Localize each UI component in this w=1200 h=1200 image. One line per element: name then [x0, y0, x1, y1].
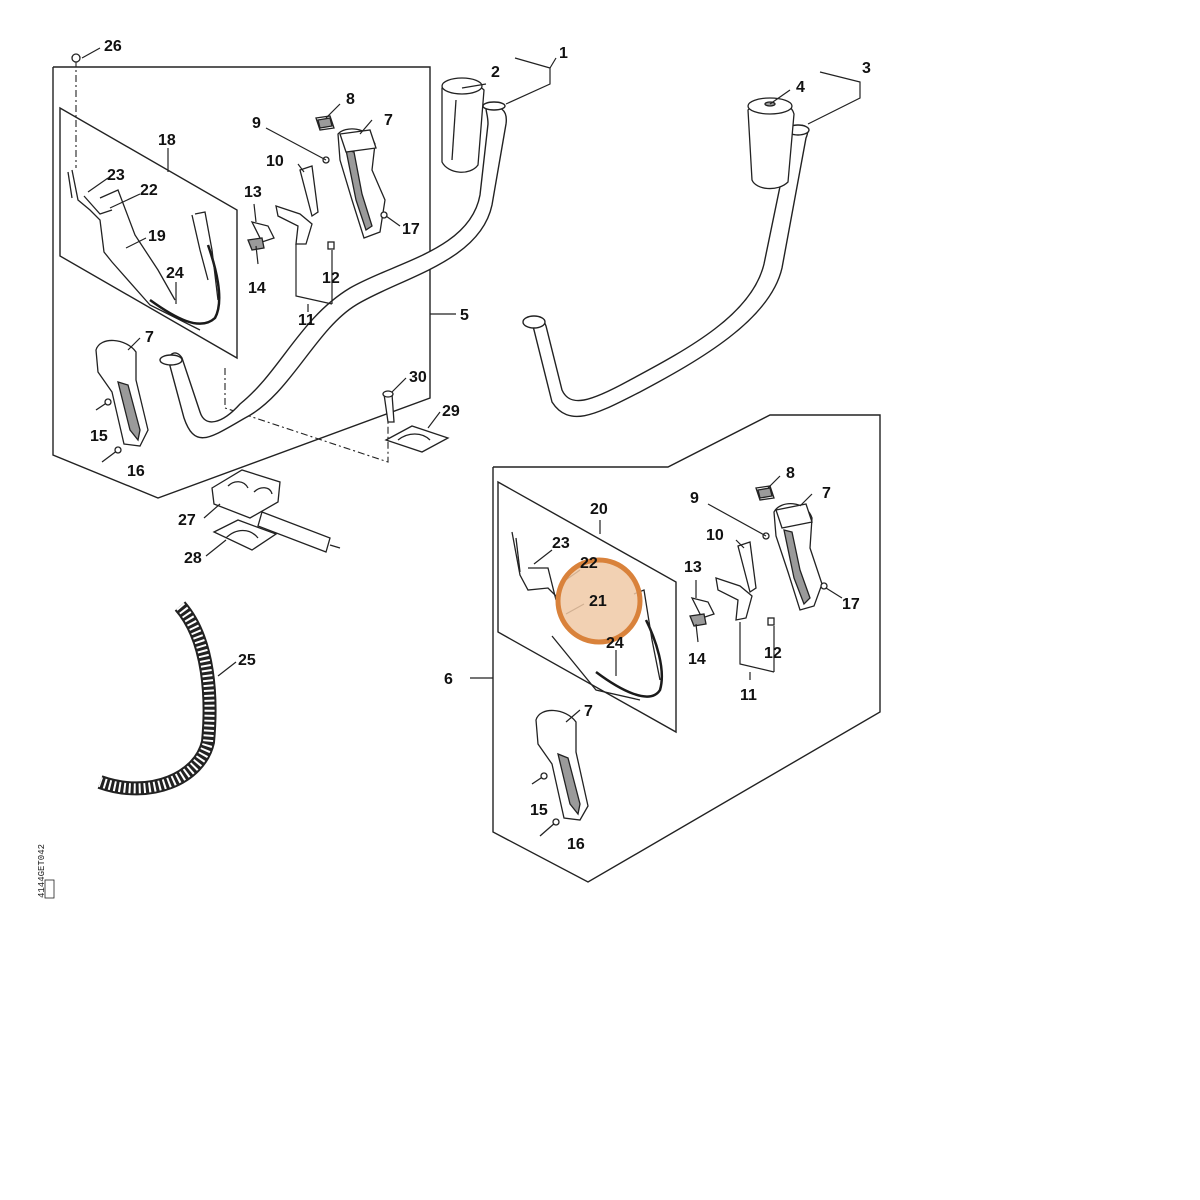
part-label-5[interactable]: 5: [460, 307, 469, 324]
interlock-13-left: [250, 221, 275, 243]
part-label-11[interactable]: 11: [298, 312, 315, 329]
part-label-16[interactable]: 16: [127, 463, 145, 480]
part-label-22[interactable]: 22: [140, 182, 158, 199]
protective-hose-25: [97, 601, 217, 796]
part-label-14-right[interactable]: 14: [688, 651, 706, 668]
frame-assembly-6: [492, 414, 881, 883]
part-label-30[interactable]: 30: [409, 369, 427, 386]
part-label-17-right[interactable]: 17: [842, 596, 860, 613]
part-label-16-right[interactable]: 16: [567, 836, 585, 853]
part-label-7-lower-right[interactable]: 7: [584, 703, 593, 720]
part-label-24[interactable]: 24: [166, 265, 184, 282]
part-label-15[interactable]: 15: [90, 428, 108, 445]
control-handle-7-right: [773, 503, 823, 611]
part-label-6[interactable]: 6: [444, 671, 453, 688]
lever-10-right: [737, 541, 757, 594]
part-label-10[interactable]: 10: [266, 153, 284, 170]
part-label-7-right[interactable]: 7: [822, 485, 831, 502]
part-label-21[interactable]: 21: [589, 593, 607, 610]
part-label-8-right[interactable]: 8: [786, 465, 795, 482]
drawing-code-box: [44, 879, 55, 899]
part-label-23[interactable]: 23: [107, 167, 125, 184]
part-label-15-right[interactable]: 15: [530, 802, 548, 819]
clamp-28: [212, 519, 278, 551]
nut-8-left: [315, 115, 335, 131]
pin-12-left: [327, 241, 335, 250]
lever-10-left: [299, 165, 319, 218]
part-label-3[interactable]: 3: [862, 60, 871, 77]
part-label-1[interactable]: 1: [559, 45, 568, 62]
part-label-8[interactable]: 8: [346, 91, 355, 108]
highlight-marker[interactable]: [555, 557, 643, 645]
part-labels: 1 2 3 4 5 26 8 9 7 18 10 23 22 13 17 19 …: [90, 38, 871, 853]
grip-4: [747, 97, 795, 190]
screw-30: [382, 390, 395, 423]
part-label-26[interactable]: 26: [104, 38, 122, 55]
part-label-9[interactable]: 9: [252, 115, 261, 132]
screw-16-left: [101, 446, 122, 463]
handle-tube-left: [159, 101, 507, 439]
part-label-12-right[interactable]: 12: [764, 645, 782, 662]
screw-26: [71, 53, 81, 63]
clamp-29: [384, 425, 450, 453]
part-label-28[interactable]: 28: [184, 550, 202, 567]
part-label-12[interactable]: 12: [322, 270, 340, 287]
part-label-2[interactable]: 2: [491, 64, 500, 81]
cable-harness-right: [511, 531, 664, 701]
part-label-17[interactable]: 17: [402, 221, 420, 238]
part-label-18[interactable]: 18: [158, 132, 176, 149]
part-label-24-right[interactable]: 24: [606, 635, 624, 652]
part-label-20[interactable]: 20: [590, 501, 608, 518]
nut-8-right: [755, 485, 775, 501]
handle-housing-7-lower-left: [95, 339, 149, 447]
control-handle-7-left: [337, 128, 386, 239]
screw-17-left: [380, 211, 388, 219]
grip-2: [441, 77, 485, 173]
part-label-9-right[interactable]: 9: [690, 490, 699, 507]
part-label-19[interactable]: 19: [148, 228, 166, 245]
dashdot-guides: [75, 60, 389, 463]
clamp-27: [211, 469, 281, 519]
part-label-11-right[interactable]: 11: [740, 687, 757, 704]
part-label-27[interactable]: 27: [178, 512, 196, 529]
part-label-22-right[interactable]: 22: [580, 555, 598, 572]
screw-17-right: [820, 582, 828, 590]
drawing-code: 4144GET042: [37, 844, 47, 898]
screw-15-right: [531, 772, 548, 785]
spring-14-right: [689, 613, 707, 627]
part-label-29[interactable]: 29: [442, 403, 460, 420]
part-label-4[interactable]: 4: [796, 79, 805, 96]
part-label-7[interactable]: 7: [384, 112, 393, 129]
screw-15-left: [95, 398, 112, 411]
interlock-13-right: [690, 597, 715, 619]
trigger-11-left: [275, 205, 313, 245]
part-label-13[interactable]: 13: [244, 184, 262, 201]
handle-housing-7-lower-right: [535, 709, 589, 821]
spring-14-left: [247, 237, 265, 251]
cable-harness-left: [67, 169, 221, 331]
pin-12-right: [767, 617, 775, 626]
part-label-7-lower-left[interactable]: 7: [145, 329, 154, 346]
screw-16-right: [539, 818, 560, 837]
part-label-23-right[interactable]: 23: [552, 535, 570, 552]
part-label-10-right[interactable]: 10: [706, 527, 724, 544]
tube-pin: [257, 511, 341, 553]
frame-assembly-5: [52, 66, 431, 499]
trigger-11-right: [715, 577, 753, 621]
part-label-14[interactable]: 14: [248, 280, 266, 297]
part-label-25[interactable]: 25: [238, 652, 256, 669]
part-label-13-right[interactable]: 13: [684, 559, 702, 576]
